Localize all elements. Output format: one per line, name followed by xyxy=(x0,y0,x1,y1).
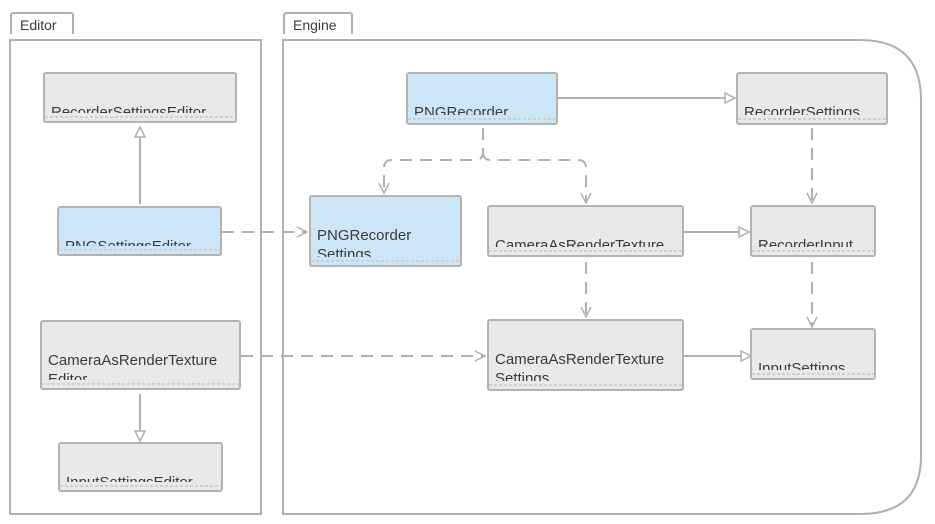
class-png-recorder-settings[interactable]: PNGRecorder Settings xyxy=(309,195,462,267)
edge-pngrecorder-branch xyxy=(384,128,484,193)
class-camera-as-render-texture-editor[interactable]: CameraAsRenderTexture Editor xyxy=(40,320,241,390)
class-recorder-settings-editor[interactable]: RecorderSettingsEditor xyxy=(43,72,237,123)
engine-package-tab: Engine xyxy=(283,12,353,34)
class-footer xyxy=(309,257,462,267)
editor-package-tab: Editor xyxy=(10,12,74,34)
class-png-recorder[interactable]: PNGRecorder xyxy=(406,72,558,125)
class-camera-as-render-texture-settings[interactable]: CameraAsRenderTexture Settings xyxy=(487,319,684,391)
class-input-settings[interactable]: InputSettings xyxy=(750,328,876,380)
class-footer xyxy=(57,246,222,256)
class-recorder-input[interactable]: RecorderInput xyxy=(750,205,876,257)
class-footer xyxy=(487,247,684,257)
edge-pngrecorder-to-camerartex xyxy=(482,151,586,203)
class-footer xyxy=(40,380,241,390)
class-footer xyxy=(487,381,684,391)
class-footer xyxy=(750,370,876,380)
editor-package-frame xyxy=(9,39,262,515)
class-footer xyxy=(58,482,223,492)
class-footer xyxy=(406,115,558,125)
editor-package-label: Editor xyxy=(20,17,57,33)
class-png-settings-editor[interactable]: PNGSettingsEditor xyxy=(57,206,222,256)
class-footer xyxy=(43,113,237,123)
class-recorder-settings[interactable]: RecorderSettings xyxy=(736,72,888,125)
class-camera-as-render-texture[interactable]: CameraAsRenderTexture xyxy=(487,205,684,257)
class-footer xyxy=(750,247,876,257)
class-footer xyxy=(736,115,888,125)
class-input-settings-editor[interactable]: InputSettingsEditor xyxy=(58,442,223,492)
engine-package-frame xyxy=(282,39,922,515)
engine-package-label: Engine xyxy=(293,17,337,33)
